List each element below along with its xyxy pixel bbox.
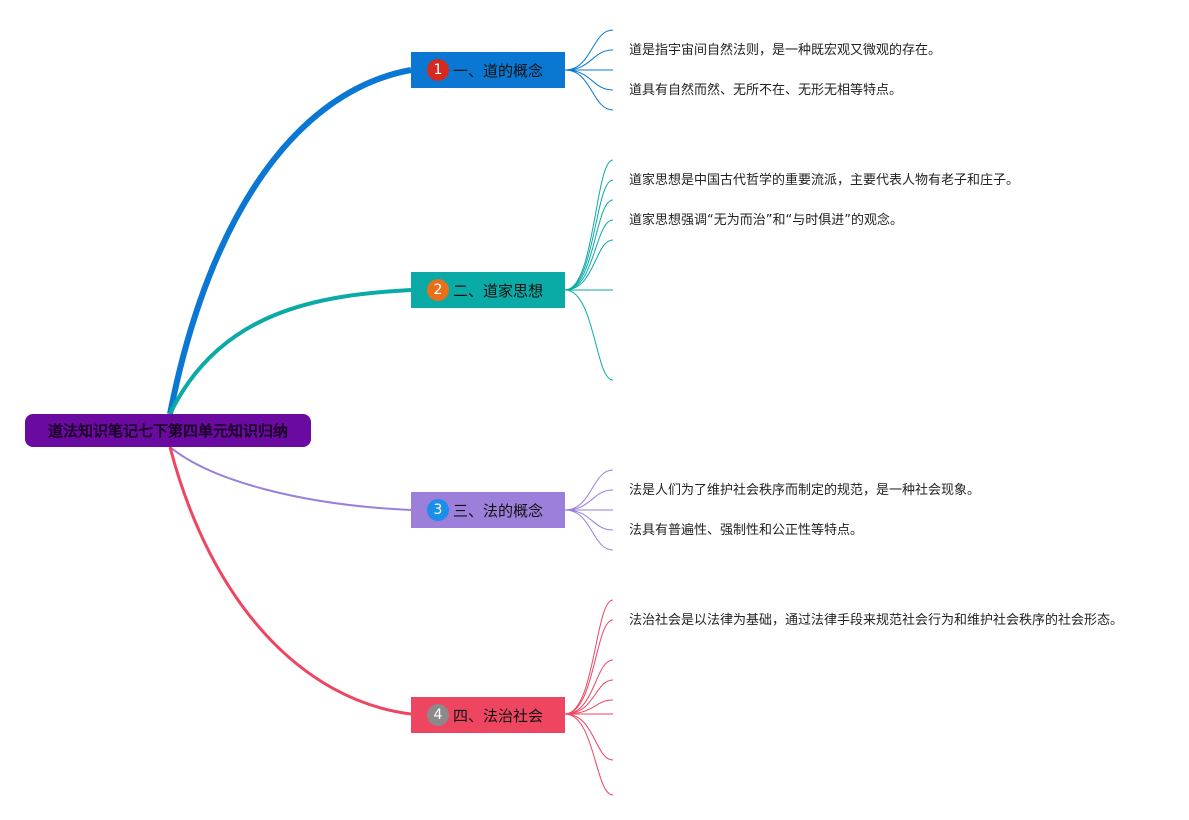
note-3-2: 法具有普遍性、强制性和公正性等特点。 xyxy=(629,523,864,538)
leaf-fan-1 xyxy=(564,29,614,111)
root-title: 道法知识笔记七下第四单元知识归纳 xyxy=(47,422,288,440)
note-1-1: 道是指宇宙间自然法则，是一种既宏观又微观的存在。 xyxy=(629,43,942,58)
note-2-2: 道家思想强调“无为而治”和“与时俱进”的观念。 xyxy=(629,213,903,228)
connector-branch-1 xyxy=(167,67,412,415)
branch-topic-4[interactable]: 4 四、法治社会 xyxy=(411,697,565,733)
note-1-2: 道具有自然而然、无所不在、无形无相等特点。 xyxy=(629,83,903,98)
leaf-fan-3 xyxy=(564,469,614,551)
note-4-1: 法治社会是以法律为基础，通过法律手段来规范社会行为和维护社会秩序的社会形态。 xyxy=(629,613,1124,628)
branch-label: 一、道的概念 xyxy=(453,61,544,80)
branch-topic-1[interactable]: 1 一、道的概念 xyxy=(411,52,565,88)
connector-branch-4 xyxy=(168,446,412,716)
root-topic[interactable]: 道法知识笔记七下第四单元知识归纳 xyxy=(25,414,311,447)
connector-branch-3 xyxy=(169,446,412,511)
note-2-1: 道家思想是中国古代哲学的重要流派，主要代表人物有老子和庄子。 xyxy=(629,173,1020,188)
branch-label: 四、法治社会 xyxy=(453,706,544,725)
branch-topic-3[interactable]: 3 三、法的概念 xyxy=(411,492,565,528)
branch-label: 三、法的概念 xyxy=(453,501,544,520)
number-badge-icon: 2 xyxy=(427,279,449,301)
leaf-fan-4 xyxy=(564,599,614,796)
number-badge-icon: 4 xyxy=(427,704,449,726)
branch-label: 二、道家思想 xyxy=(453,281,544,300)
branch-topic-2[interactable]: 2 二、道家思想 xyxy=(411,272,565,308)
connector-branch-2 xyxy=(168,288,412,415)
number-badge-icon: 1 xyxy=(427,59,449,81)
number-badge-icon: 3 xyxy=(427,499,449,521)
note-3-1: 法是人们为了维护社会秩序而制定的规范，是一种社会现象。 xyxy=(629,483,981,498)
leaf-fan-2 xyxy=(564,159,614,381)
